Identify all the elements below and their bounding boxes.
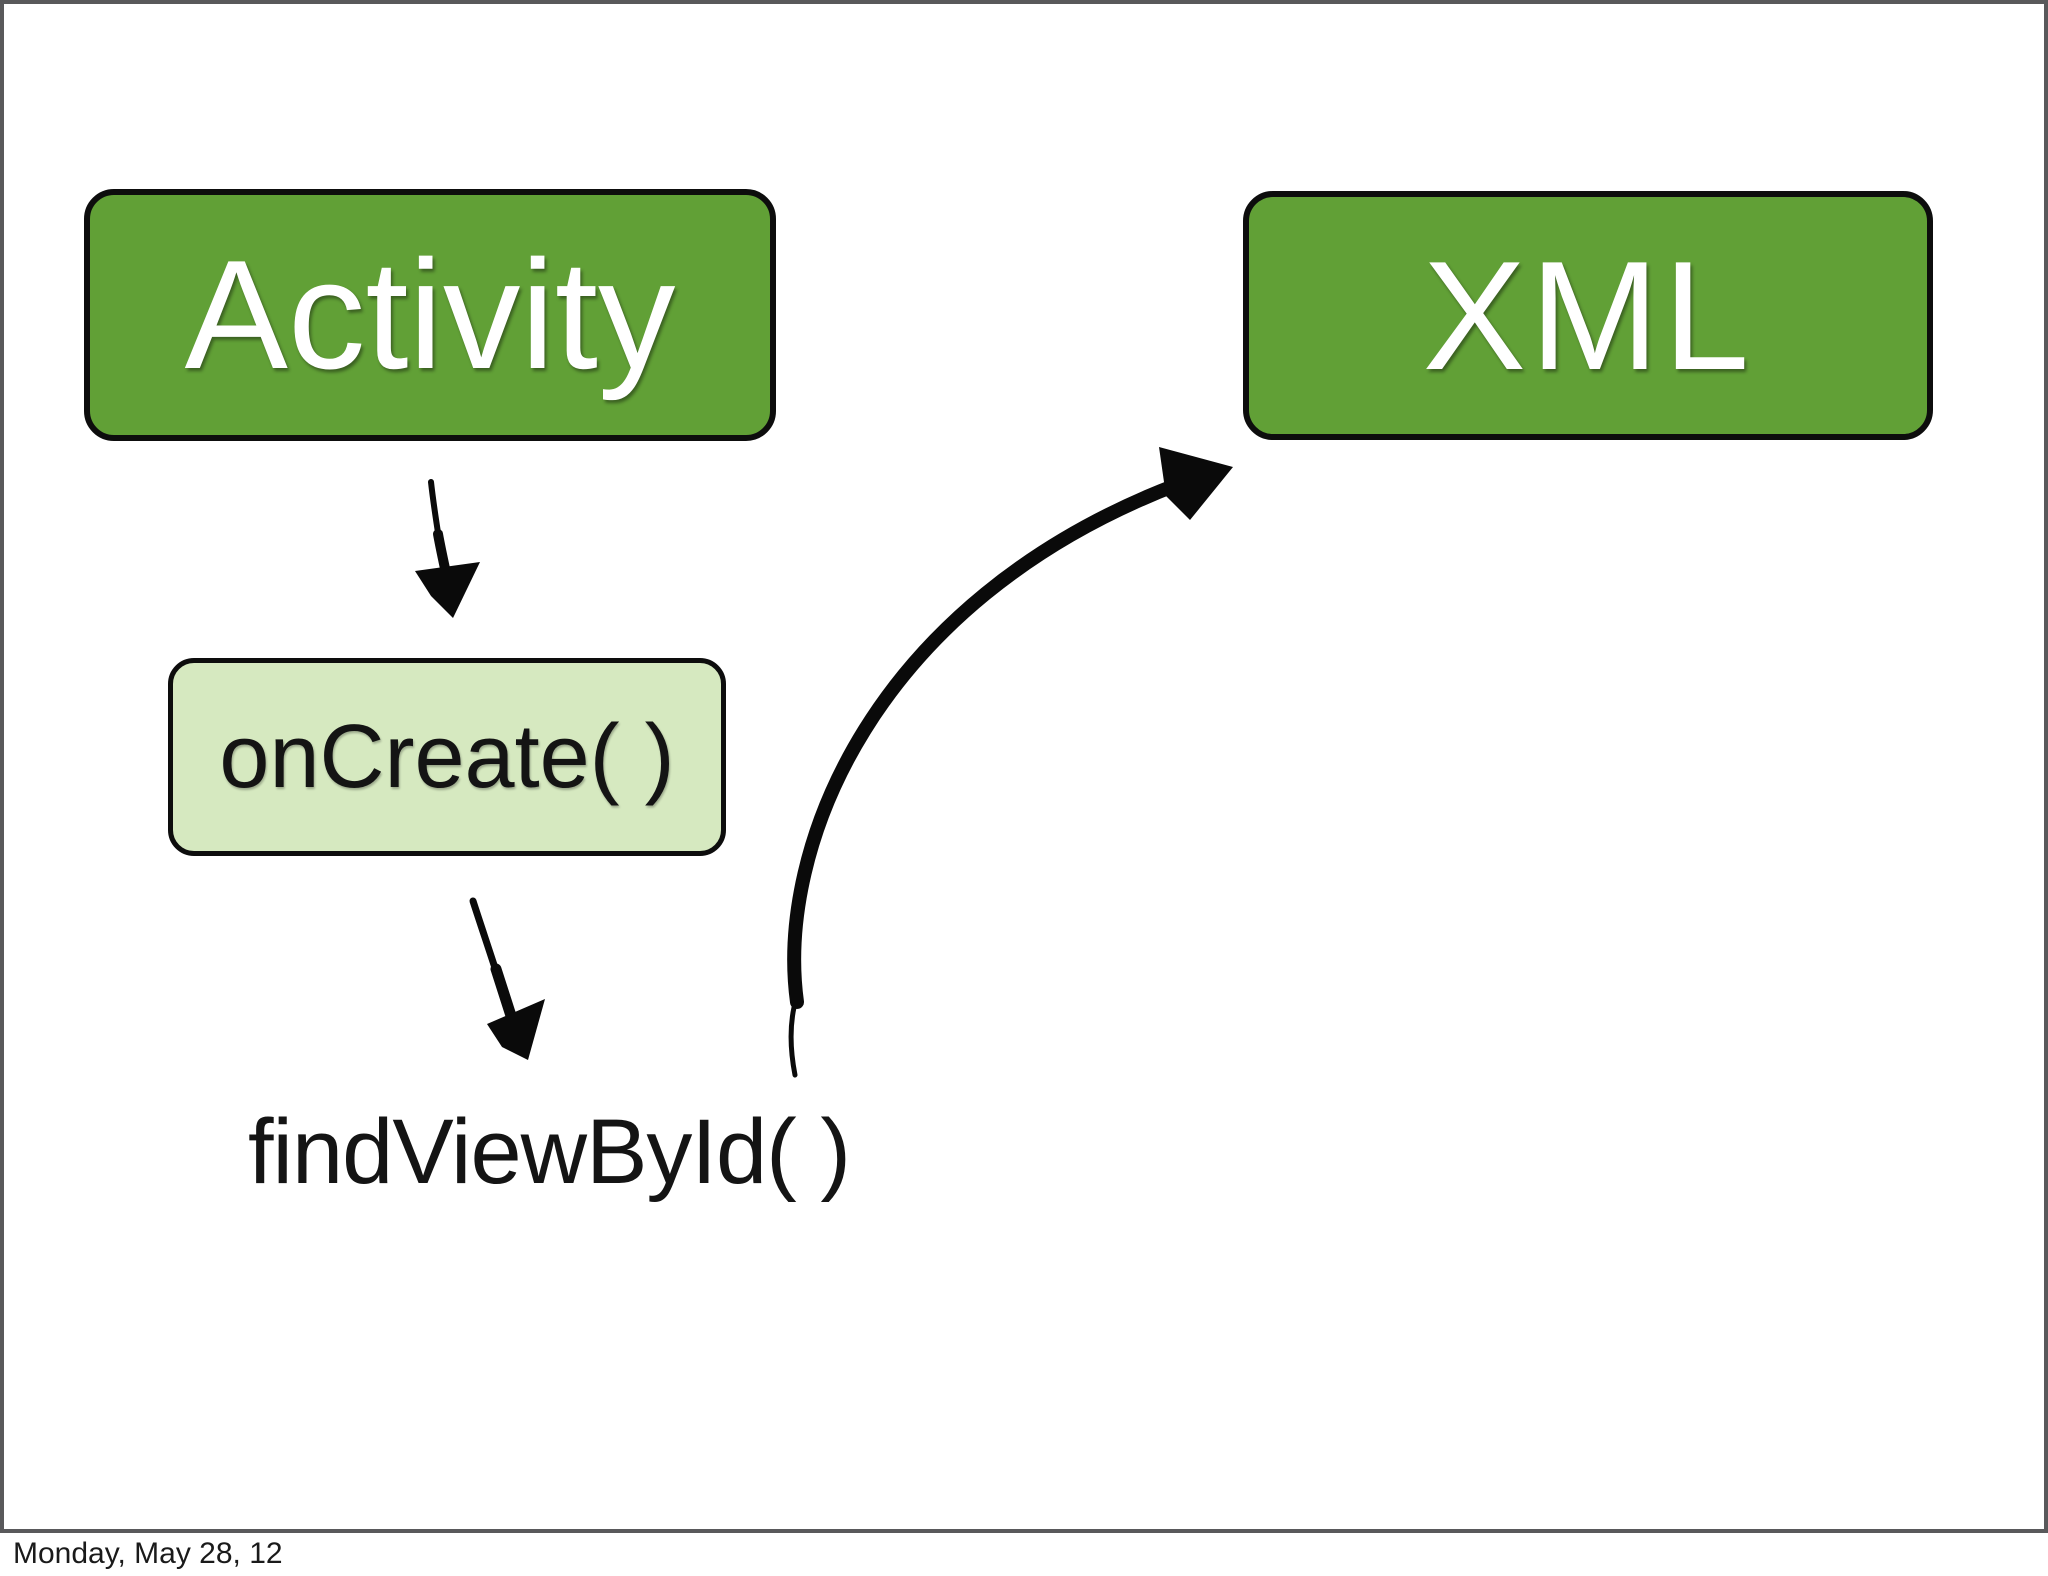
activity-box-label: Activity — [184, 228, 676, 401]
node-activity-box: Activity — [84, 189, 776, 441]
oncreate-box-label: onCreate( ) — [219, 706, 675, 807]
arrow-oncreate-to-findviewbyid-icon — [469, 897, 545, 1060]
footer-date: Monday, May 28, 12 — [13, 1537, 283, 1570]
node-xml-box: XML — [1243, 191, 1933, 440]
xml-box-label: XML — [1422, 228, 1754, 402]
arrow-findviewbyid-to-xml-icon — [787, 447, 1233, 1078]
slide-canvas: Activity XML onCreate( ) findViewById( ) — [0, 0, 2048, 1533]
findviewbyid-label: findViewById( ) — [247, 1101, 851, 1203]
arrow-activity-to-oncreate-icon — [415, 479, 480, 618]
node-oncreate-box: onCreate( ) — [168, 658, 726, 856]
